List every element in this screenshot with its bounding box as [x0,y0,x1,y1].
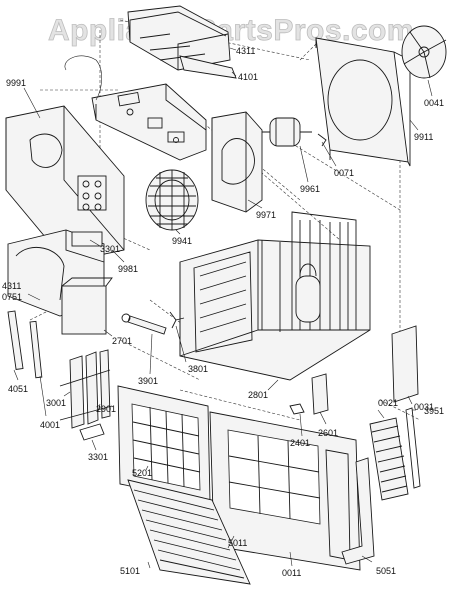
side-housing-part [7,229,113,335]
label-4051: 4051 [8,384,28,394]
label-9941: 9941 [172,236,192,246]
part-labels: 4311 4101 9991 0041 9911 0071 9961 9971 … [2,46,444,578]
label-5011: 5011 [228,538,247,548]
front-frame-part [209,411,361,571]
label-3301-upper: 3301 [100,244,120,254]
louver-assembly-part [369,407,421,501]
label-4311-top: 4311 [236,46,255,56]
label-9911: 9911 [414,132,433,142]
shaft-part [121,313,167,335]
leader-lines [13,47,433,569]
chassis-base-part [179,211,371,381]
label-2601: 2601 [318,428,338,438]
label-3301-lower: 3301 [88,452,108,462]
label-4101: 4101 [238,72,258,82]
filter-grille-part [117,385,211,503]
label-9991: 9991 [6,78,26,88]
label-3801: 3801 [188,364,208,374]
label-9971: 9971 [256,210,276,220]
side-panel-part [391,325,419,403]
label-5201: 5201 [132,468,152,478]
label-0011: 0011 [282,568,301,578]
label-4001: 4001 [40,420,60,430]
heater-rails-part [59,349,113,441]
label-0021: 0021 [378,398,398,408]
label-2701: 2701 [112,336,132,346]
label-0751: 0751 [2,292,22,302]
control-box-part [64,55,207,161]
foam-strip-part [341,457,375,565]
clip-part [317,133,327,147]
bracket-part [169,311,185,329]
cover-strip-part [179,55,237,79]
label-3901: 3901 [138,376,158,386]
front-grille-part [127,479,251,585]
label-3951: 3951 [424,406,444,416]
label-2901: 2901 [96,404,116,414]
label-9981: 9981 [118,264,138,274]
blower-scroll-part [211,111,263,213]
left-strips-part [7,310,43,379]
label-5101: 5101 [120,566,140,576]
label-0071: 0071 [334,168,354,178]
label-9961: 9961 [300,184,320,194]
front-control-plate-part [5,105,125,263]
fan-shroud-part [315,37,411,167]
thermostat-part [289,373,329,415]
label-3001: 3001 [46,398,66,408]
blower-wheel-part [145,169,199,231]
label-2801: 2801 [248,390,268,400]
condenser-fan-blade-part [401,25,447,79]
label-0041: 0041 [424,98,444,108]
label-5051: 5051 [376,566,396,576]
watermark-text: AppliancePartsPros.com [48,14,414,47]
label-4311-side: 4311 [2,281,21,291]
fan-motor-part [262,117,312,147]
label-2401: 2401 [290,438,310,448]
label-0031: 0031 [414,402,434,412]
top-shroud-part [127,5,231,71]
